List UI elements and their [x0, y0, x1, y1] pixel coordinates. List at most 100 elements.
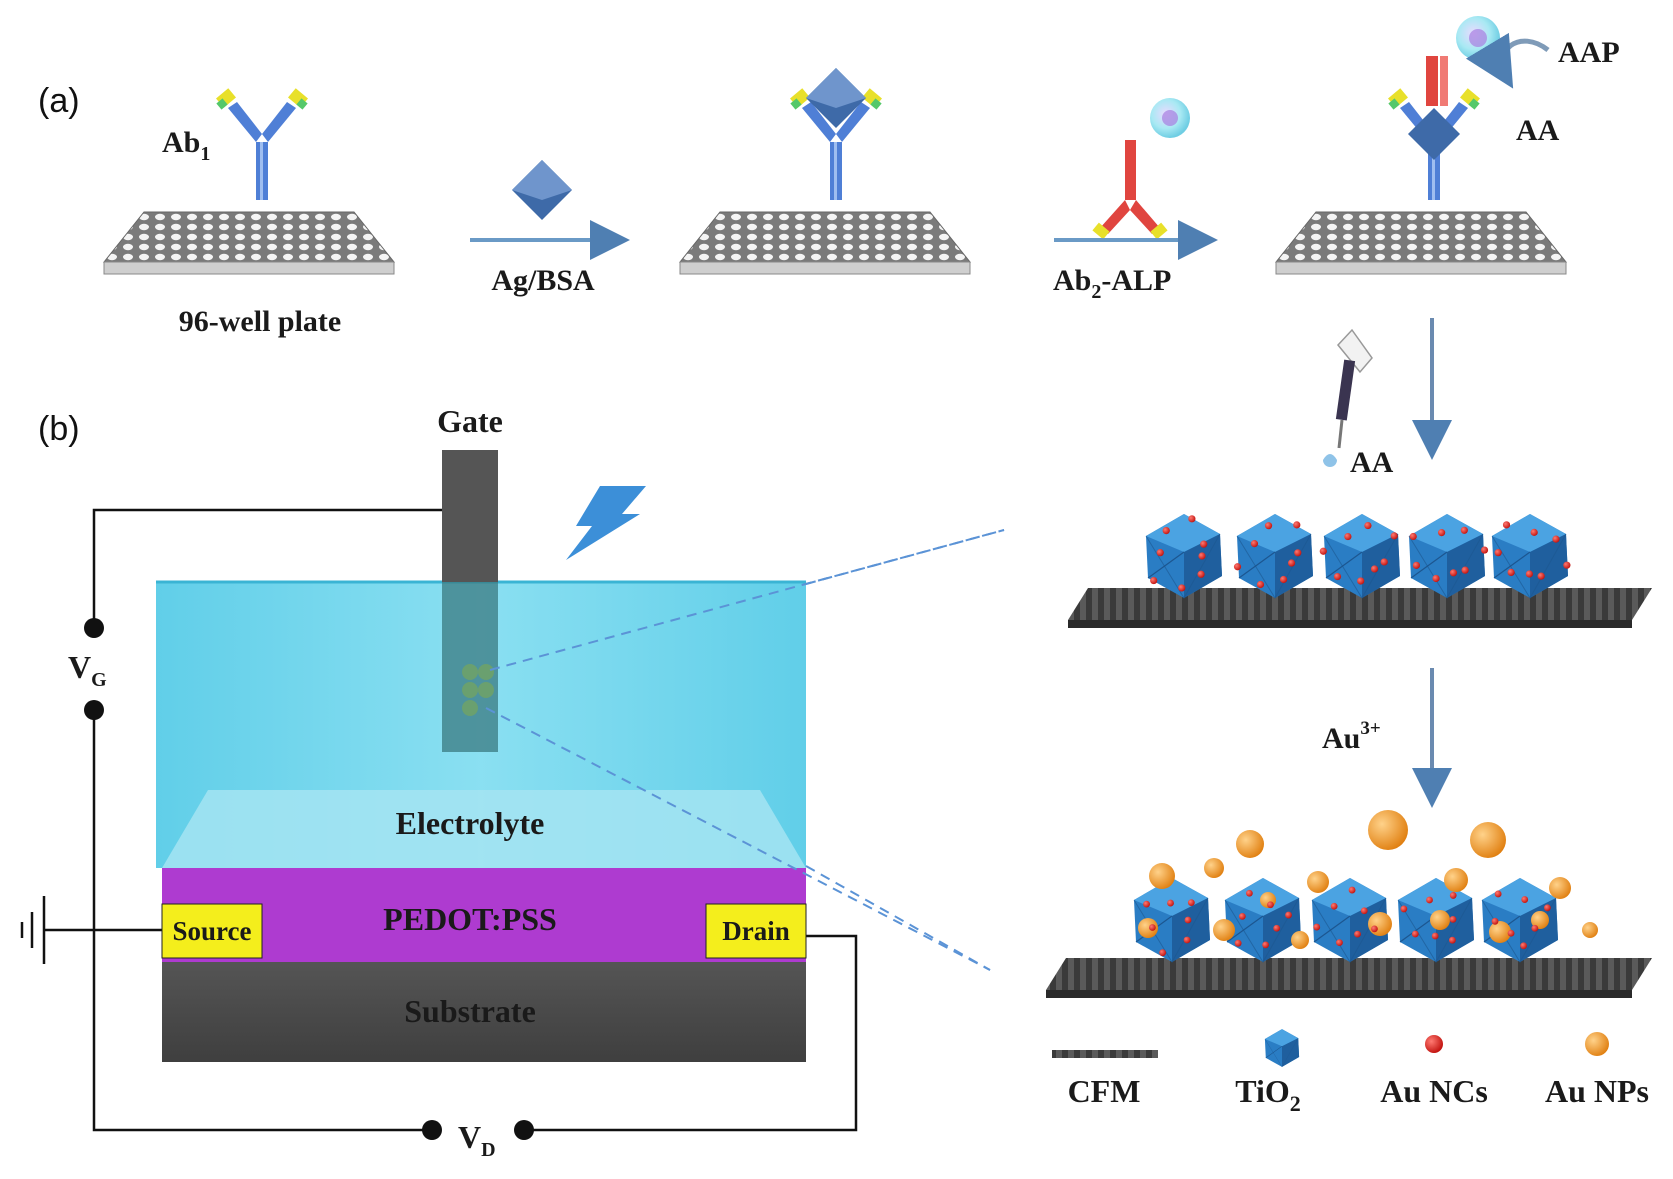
au-nc-dot — [1344, 532, 1352, 541]
au-nc-dot — [1200, 540, 1208, 548]
au-nc-dot — [1143, 900, 1150, 908]
au-nc-dot — [1494, 890, 1502, 898]
aap-label: AAP — [1558, 36, 1620, 69]
pedot-label: PEDOT:PSS — [383, 901, 557, 937]
electrolyte-label: Electrolyte — [396, 805, 545, 841]
au-nc-dot — [1354, 930, 1361, 938]
au-nc-dot — [1544, 904, 1551, 912]
vg-terminal-top — [84, 618, 104, 638]
au-ion-label: Au3+ — [1322, 718, 1381, 755]
au-nc-dot — [1364, 521, 1372, 530]
step1-label: Ag/BSA — [491, 264, 595, 297]
sandwich-complex-icon — [1408, 56, 1460, 160]
au-np-dot — [1531, 911, 1549, 929]
au-nc-dot — [1313, 923, 1321, 931]
au-nc-dot — [1187, 899, 1195, 907]
au-nc-dot — [1400, 905, 1408, 913]
bound-antigen-icon — [806, 68, 866, 128]
au-nc-dot — [1238, 912, 1246, 920]
au-nc-dot — [1449, 569, 1458, 577]
au-nc-dot — [1198, 552, 1206, 560]
au-nc-dot — [1264, 522, 1273, 530]
au-np-dot — [1444, 868, 1468, 892]
au-nc-dot — [1530, 528, 1538, 536]
au-nc-dot — [1360, 907, 1368, 915]
au-nc-dot — [1449, 916, 1457, 923]
cfm-with-tio2-nanocubes — [1068, 513, 1652, 628]
au-nc-dot — [1250, 540, 1259, 548]
drain-label: Drain — [722, 916, 790, 946]
lightning-icon — [566, 486, 646, 560]
source-contact — [161, 903, 263, 959]
au-nc-dot — [1449, 892, 1457, 899]
au-np-dot — [1368, 912, 1392, 936]
au-nc-dot — [1426, 896, 1433, 904]
au-nc-dot — [1370, 565, 1379, 573]
au-np-dot — [1204, 858, 1224, 878]
au-nc-dot — [1502, 521, 1511, 529]
well-plate-1 — [103, 211, 395, 275]
au-nc-dot — [1183, 936, 1191, 944]
au-nc-dot — [1234, 939, 1242, 947]
au-np-dot — [1582, 922, 1598, 938]
au-np-dot — [1430, 910, 1450, 930]
vd-terminal-left — [422, 1120, 442, 1140]
au-nc-dot — [1256, 580, 1265, 589]
au-nc-dot — [1279, 575, 1288, 584]
au-nanoparticles — [1138, 810, 1598, 949]
au-nc-dot — [1148, 924, 1156, 931]
gate-electrode — [442, 450, 498, 582]
well-plate-2 — [679, 211, 971, 275]
au-nc-dot — [1294, 549, 1302, 557]
au-np-dot — [1138, 918, 1158, 938]
au-nc-dot — [1162, 527, 1170, 535]
legend-cfm-label: CFM — [1068, 1073, 1141, 1109]
au-nc-dot — [1197, 570, 1205, 578]
ecg-device — [156, 450, 807, 1062]
au-nc-dot — [1390, 532, 1398, 540]
au-nc-dot — [1285, 911, 1292, 919]
panel-label-b: (b) — [38, 410, 80, 448]
au-nc-dot — [1431, 932, 1439, 940]
au-nc-dot — [1521, 896, 1529, 903]
legend-au-ncs-label: Au NCs — [1380, 1073, 1488, 1109]
aa-top-label: AA — [1516, 114, 1560, 147]
au-nc-dot — [1178, 584, 1186, 592]
au-nc-dot — [1432, 574, 1440, 583]
au-nc-dot — [1507, 929, 1515, 937]
au-nc-dot — [1531, 924, 1539, 932]
au-nc-dot — [1150, 576, 1158, 585]
au-nc-dot — [1460, 526, 1468, 534]
au-nc-dot — [1563, 561, 1571, 569]
well-plate-3 — [1275, 211, 1567, 275]
au-nc-dot — [1357, 577, 1365, 585]
antigen-diamond-icon — [512, 160, 572, 220]
au-nc-dot — [1262, 941, 1270, 949]
gate-sensing-area — [462, 664, 494, 716]
au-nc-dot — [1167, 899, 1174, 907]
capture-antibody-1 — [216, 88, 308, 200]
vd-terminal-right — [514, 1120, 534, 1140]
pipette-aa-label: AA — [1350, 446, 1394, 479]
pipette-icon — [1323, 328, 1373, 467]
au-nc-dot — [1371, 925, 1378, 933]
au-nc-dot — [1267, 901, 1274, 909]
au-nc-dot — [1245, 889, 1253, 897]
au-nc-dot — [1348, 886, 1356, 894]
source-label: Source — [173, 916, 252, 946]
au-nc-dot — [1409, 532, 1417, 541]
au-nc-dot — [1438, 529, 1446, 537]
step2-label: Ab2-ALP — [1053, 264, 1171, 303]
au-np-dot — [1470, 822, 1506, 858]
au-np-dot — [1236, 830, 1264, 858]
panel-label-a: (a) — [38, 82, 80, 120]
au-nc-dot — [1537, 572, 1545, 580]
legend-tio2-icon — [1264, 1028, 1300, 1068]
au-nc-dot — [1525, 570, 1533, 578]
ab2-alp-icon — [1092, 98, 1190, 240]
legend-au-np-icon — [1585, 1032, 1609, 1056]
pedot-layer — [162, 868, 806, 962]
legend: CFM TiO2 Au NCs Au NPs — [1052, 1028, 1649, 1116]
cfm-with-au-nanoparticles — [1046, 877, 1652, 998]
gate-label: Gate — [437, 403, 503, 439]
